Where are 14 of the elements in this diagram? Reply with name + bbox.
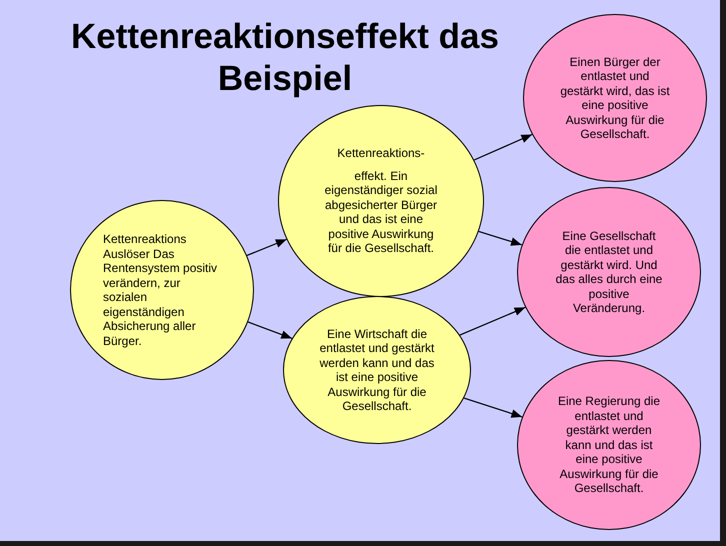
node-text: Eine Gesellschaft die entlastet und gestärkt wird. Und das alles durch eine positive Veränderung.	[554, 228, 664, 316]
node-text: Eine Wirtschaft die entlastet und gestärkt werden kann und das ist eine positive Auswirkung für die Gesellschaft.	[318, 326, 436, 414]
arrow	[464, 398, 522, 418]
arrow	[478, 230, 522, 246]
node-text: Einen Bürger der entlastet und gestärkt wird, das ist eine positive Auswirkung für die Gesellschaft.	[559, 54, 671, 142]
node-text: Eine Regierung die entlastet und gestärkt werden kann und das ist eine positive Auswirkung für die Gesellschaft.	[556, 394, 662, 496]
title: Kettenreaktionseffekt das Beispiel	[70, 16, 500, 100]
node-text: effekt. Ein eigenständiger sozial abgesicherter Bürger und das ist eine positive Auswirkung für die Gesellschaft.	[324, 168, 438, 256]
arrow	[246, 238, 287, 256]
node-text: Kettenreaktions-	[336, 146, 426, 161]
arrow	[474, 134, 532, 161]
arrow	[248, 321, 292, 339]
arrow	[460, 306, 526, 336]
node-text: Kettenreaktions Auslöser Das Rentensystem positiv verändern, zur sozialen eigenständigen Absicherung aller Bürger.	[103, 232, 218, 348]
